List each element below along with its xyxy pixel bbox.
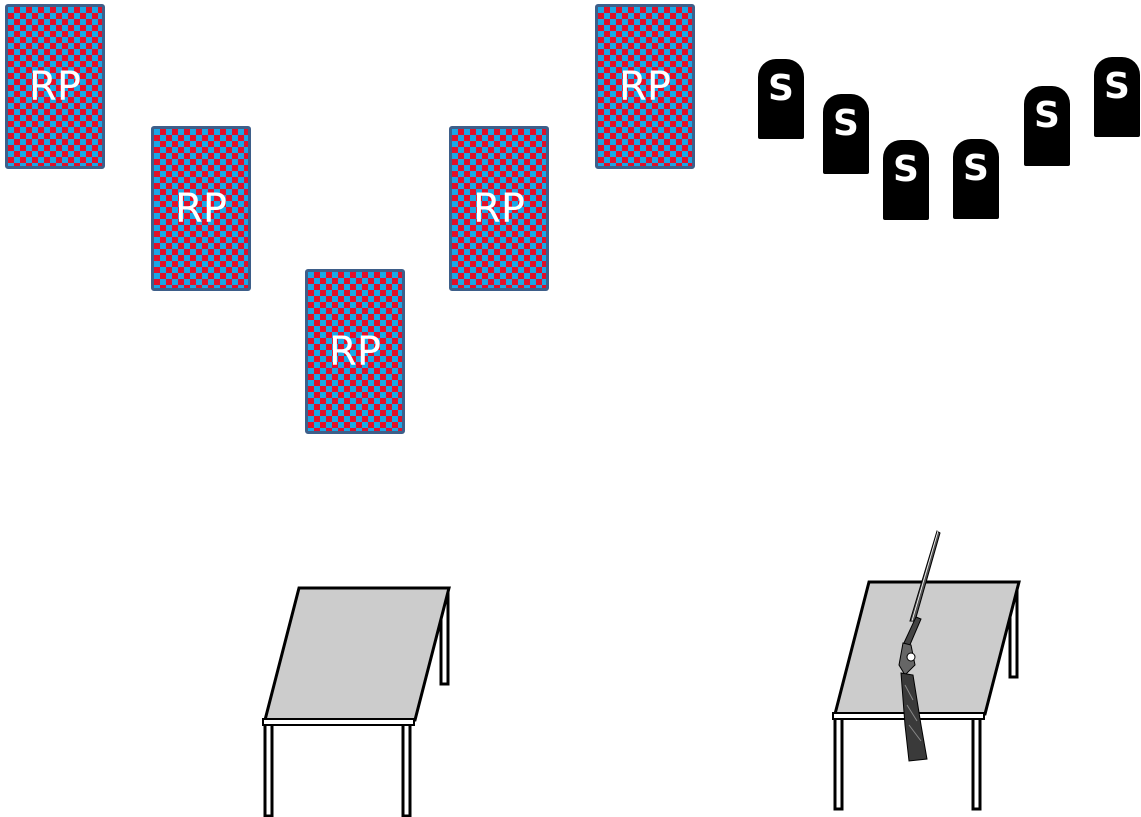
table-top [833,580,1021,716]
tombstone-6[interactable]: S [1094,57,1140,137]
table-leg [833,715,844,811]
tombstone-letter: S [963,148,989,189]
card-5[interactable]: RP [595,4,695,169]
table-leg [971,715,982,811]
tombstone-2[interactable]: S [823,94,869,174]
tombstone-letter: S [893,149,919,190]
table-leg [263,721,274,817]
tombstone-1[interactable]: S [758,59,804,139]
tombstone-letter: S [1034,95,1060,136]
table-leg [401,721,412,817]
table-edge [262,718,415,726]
empty-table[interactable] [255,580,460,817]
table-top [263,586,451,722]
tombstone-3[interactable]: S [883,140,929,220]
card-3[interactable]: RP [305,269,405,434]
tombstone-5[interactable]: S [1024,86,1070,166]
card-label: RP [329,328,381,375]
card-2[interactable]: RP [151,126,251,291]
tombstone-letter: S [833,103,859,144]
card-label: RP [29,63,81,110]
rifle-icon[interactable] [898,530,941,762]
table-with-rifle[interactable] [825,525,1030,815]
card-label: RP [473,185,525,232]
card-label: RP [619,63,671,110]
card-4[interactable]: RP [449,126,549,291]
card-1[interactable]: RP [5,4,105,169]
card-label: RP [175,185,227,232]
tombstone-4[interactable]: S [953,139,999,219]
tombstone-letter: S [768,68,794,109]
tombstone-letter: S [1104,66,1130,107]
